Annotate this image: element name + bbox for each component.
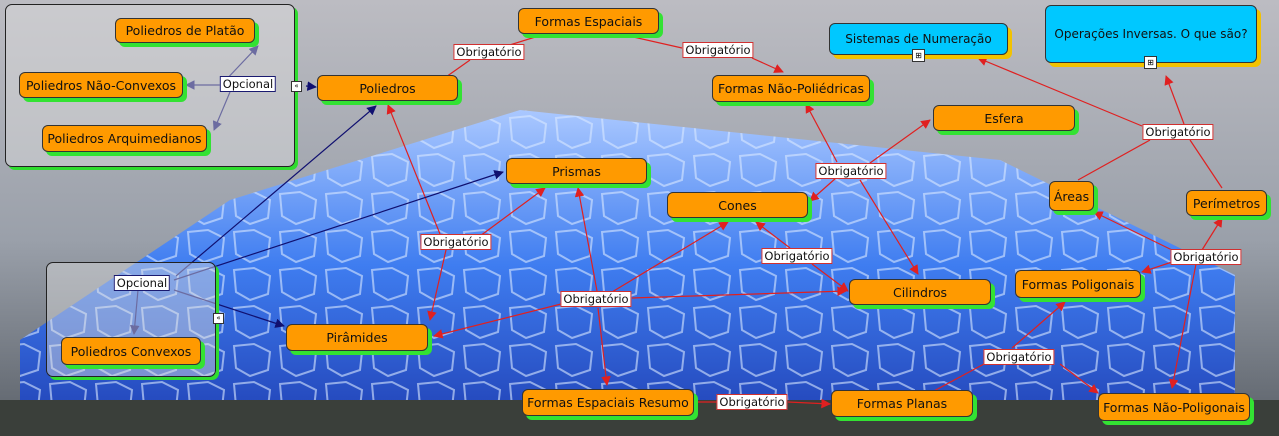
link-line [1093, 211, 1173, 251]
link-line [1059, 363, 1099, 394]
link-line [1141, 261, 1173, 274]
node-operacoes-inversas[interactable]: Operações Inversas. O que são? [1045, 5, 1257, 63]
node-formas-nao-poligonais[interactable]: Formas Não-Poligonais [1098, 393, 1250, 421]
link-label-obrigatorio: Obrigatório [1170, 249, 1242, 265]
link-label-obrigatorio: Obrigatório [761, 248, 833, 264]
link-line [427, 249, 447, 321]
node-piramides[interactable]: Pirâmides [286, 324, 428, 351]
link-line [1164, 75, 1185, 125]
link-line [597, 307, 611, 386]
link-label-opcional: Opcional [219, 76, 277, 92]
node-esfera[interactable]: Esfera [933, 105, 1075, 131]
node-cilindros[interactable]: Cilindros [849, 279, 991, 305]
link-line [1077, 139, 1151, 181]
link-label-obrigatorio: Obrigatório [1142, 124, 1214, 140]
link-line [755, 221, 791, 249]
link-line [631, 286, 847, 299]
link-line [859, 179, 919, 275]
link-line [173, 289, 285, 328]
node-perimetros[interactable]: Perímetros [1186, 190, 1267, 216]
node-poliedros-arquimedianos[interactable]: Poliedros Arquimedianos [42, 125, 207, 152]
node-areas[interactable]: Áreas [1049, 181, 1094, 211]
link-line [1201, 217, 1223, 251]
link-label-obrigatorio: Obrigatório [453, 44, 525, 60]
link-line [305, 81, 317, 91]
link-line [611, 221, 729, 293]
link-line [869, 119, 931, 164]
link-line [787, 398, 831, 409]
node-prismas[interactable]: Prismas [506, 158, 647, 184]
link-label-obrigatorio: Obrigatório [815, 163, 887, 179]
node-formas-espaciais-resumo[interactable]: Formas Espaciais Resumo [522, 389, 694, 416]
link-line [1011, 301, 1066, 349]
collapse-icon[interactable]: « [213, 313, 224, 324]
link-line [751, 57, 784, 73]
link-label-obrigatorio: Obrigatório [716, 394, 788, 410]
link-label-obrigatorio: Obrigatório [420, 234, 492, 250]
submap-icon[interactable]: ⊞ [1144, 56, 1157, 69]
node-cones[interactable]: Cones [667, 192, 808, 218]
link-line [977, 56, 1143, 127]
link-line [1168, 263, 1197, 389]
node-poliedros-platao[interactable]: Poliedros de Platão [115, 18, 255, 43]
link-line [811, 263, 849, 292]
link-line [809, 177, 837, 202]
link-line [173, 170, 504, 281]
node-poliedros[interactable]: Poliedros [317, 75, 458, 101]
link-line [433, 302, 566, 339]
node-formas-planas[interactable]: Formas Planas [831, 390, 973, 417]
link-line [931, 363, 985, 393]
node-poliedros-nao-convexos[interactable]: Poliedros Não-Convexos [19, 72, 183, 98]
node-formas-espaciais[interactable]: Formas Espaciais [518, 8, 659, 34]
node-formas-nao-poliedricas[interactable]: Formas Não-Poliédricas [712, 75, 870, 102]
link-line [386, 104, 441, 235]
link-line [1189, 139, 1223, 189]
link-label-obrigatorio: Obrigatório [560, 291, 632, 307]
node-formas-poligonais[interactable]: Formas Poligonais [1015, 270, 1141, 298]
link-label-obrigatorio: Obrigatório [983, 349, 1055, 365]
link-line [130, 289, 140, 335]
collapse-icon[interactable]: « [291, 81, 302, 92]
link-label-opcional: Opcional [113, 275, 171, 291]
link-line [619, 33, 683, 49]
link-line [212, 91, 231, 131]
link-label-obrigatorio: Obrigatório [682, 42, 754, 58]
submap-icon[interactable]: ⊞ [912, 49, 925, 62]
link-line [479, 187, 546, 237]
node-poliedros-convexos[interactable]: Poliedros Convexos [61, 337, 201, 365]
link-line [574, 187, 598, 292]
link-line [175, 105, 377, 277]
link-line [805, 103, 838, 163]
